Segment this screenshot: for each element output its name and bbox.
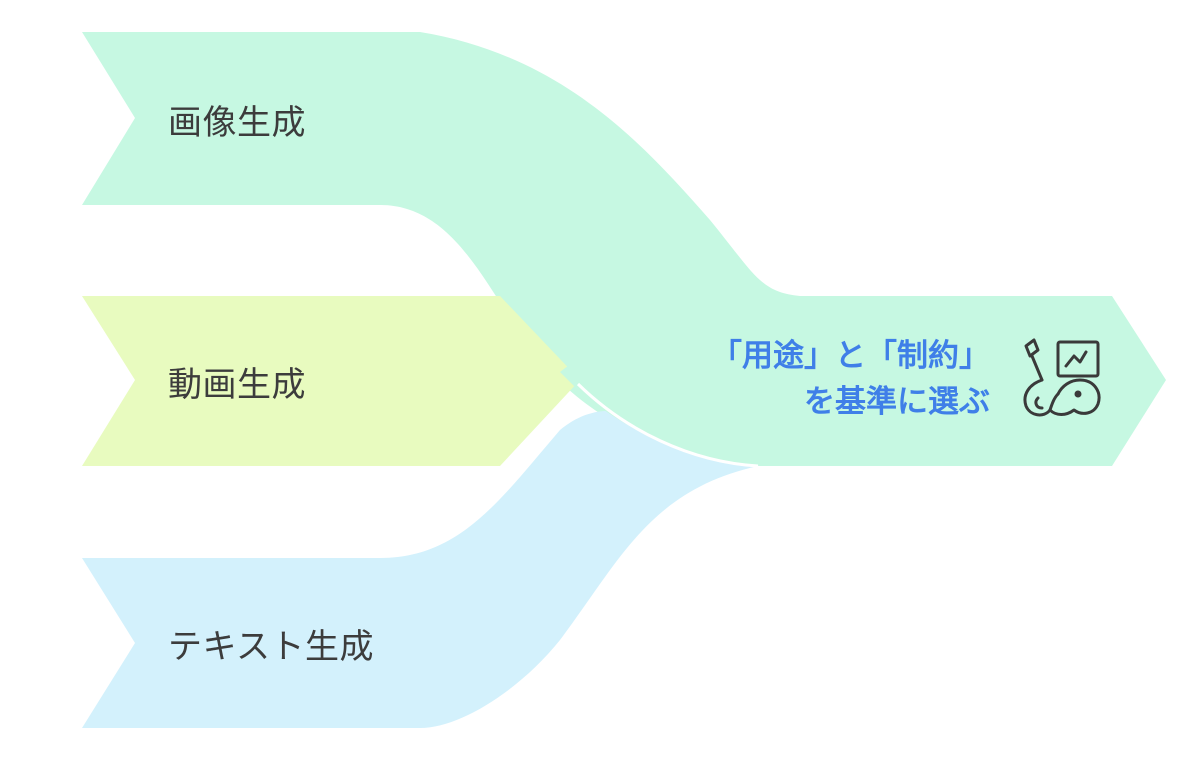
text-generation-label: テキスト生成	[168, 627, 374, 667]
image-generation-label: 画像生成	[168, 103, 306, 143]
video-generation-band	[82, 296, 580, 466]
text-generation-band	[82, 410, 758, 728]
output-label: 「用途」と「制約」 を基準に選ぶ	[711, 333, 990, 425]
painting-elephant-icon	[1023, 338, 1101, 417]
output-label-line1: 「用途」と「制約」	[711, 338, 990, 374]
output-arrow-band	[560, 296, 1166, 466]
band-separator	[576, 382, 759, 468]
video-generation-label: 動画生成	[168, 365, 306, 405]
output-label-line2: を基準に選ぶ	[804, 384, 990, 420]
